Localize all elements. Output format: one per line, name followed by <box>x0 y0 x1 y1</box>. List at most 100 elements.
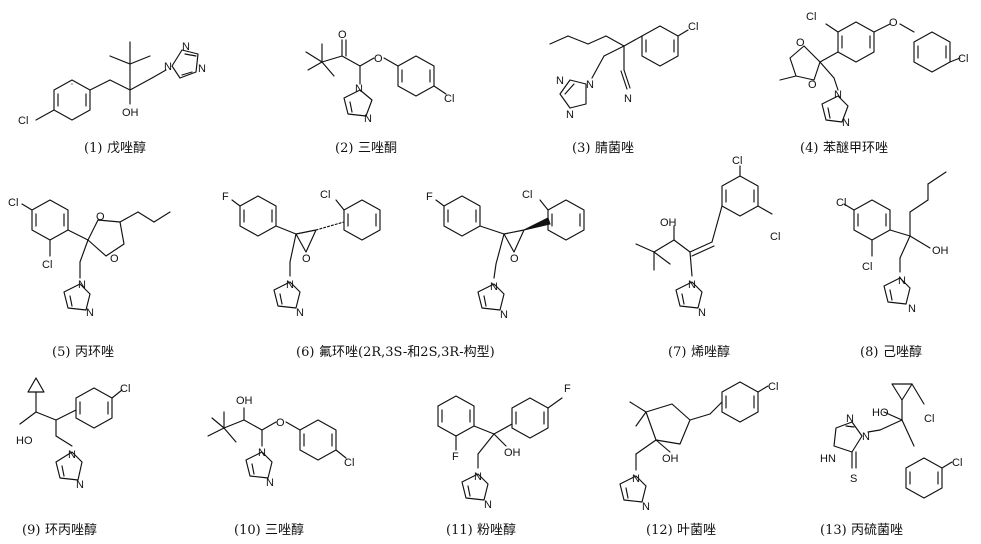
caption-12-name: 叶菌唑 <box>677 522 716 538</box>
atom-o-4a: O <box>889 17 898 29</box>
atom-oh-10: OH <box>236 395 253 407</box>
atom-n-8a: N <box>898 275 906 287</box>
atom-n-12a: N <box>632 473 640 485</box>
atom-cl-5b: Cl <box>42 259 52 271</box>
caption-4-num: (4) <box>800 141 818 156</box>
atom-cl-8b: Cl <box>862 261 872 273</box>
caption-11-name: 粉唑醇 <box>477 522 516 538</box>
structure-6b: F Cl O N N <box>426 189 585 321</box>
atom-cl-9: Cl <box>120 383 130 395</box>
structure-4: Cl O Cl O O N N <box>779 11 968 129</box>
atom-n-3a: N <box>586 79 594 91</box>
atom-oh-12: OH <box>662 453 679 465</box>
caption-9-num: (9) <box>22 523 40 538</box>
caption-7-num: (7) <box>668 345 686 360</box>
atom-o-6a: O <box>302 253 311 265</box>
caption-8-num: (8) <box>860 345 878 360</box>
atom-ho-13: HO <box>872 407 889 419</box>
atom-n-9a: N <box>68 449 76 461</box>
captions: (1) 戊唑醇 (2) 三唑酮 (3) 腈菌唑 (4) 苯醚甲环唑 (5) 丙环… <box>22 140 922 538</box>
caption-1-num: (1) <box>84 141 102 156</box>
atom-n-1c: N <box>198 63 206 75</box>
atom-n-4a: N <box>834 89 842 101</box>
atom-n-1b: N <box>182 41 190 53</box>
atom-ho-9: HO <box>16 435 33 447</box>
atom-cl-4b: Cl <box>958 53 968 65</box>
caption-2-num: (2) <box>335 141 353 156</box>
atom-o-10: O <box>276 417 285 429</box>
structure-13: HO Cl N N HN S Cl <box>820 383 962 499</box>
atom-hn-13: HN <box>820 453 836 465</box>
atom-s-13: S <box>850 473 857 485</box>
caption-4-name: 苯醚甲环唑 <box>823 140 888 156</box>
structure-3: Cl N N N N <box>549 21 698 121</box>
atom-cl-10: Cl <box>344 457 354 469</box>
caption-1-name: 戊唑醇 <box>107 140 146 156</box>
atom-n-7b: N <box>698 307 706 319</box>
caption-5-name: 丙环唑 <box>75 344 114 360</box>
atom-oh-1: OH <box>122 107 139 119</box>
atom-n-2a: N <box>355 83 363 95</box>
caption-6-name: 氟环唑(2R,3S-和2S,3R-构型) <box>319 344 495 360</box>
caption-10-num: (10) <box>234 523 261 538</box>
atom-oh-8: OH <box>932 245 949 257</box>
caption-13-num: (13) <box>820 523 847 538</box>
atom-n-6b: N <box>296 307 304 319</box>
atom-oh-11: OH <box>504 447 521 459</box>
atom-n-3b: N <box>556 75 564 87</box>
atom-n-11a: N <box>474 471 482 483</box>
atom-n-3c: N <box>566 109 574 121</box>
atom-n-1a: N <box>164 61 172 73</box>
atom-o-6b: O <box>510 253 519 265</box>
atom-oh-7: OH <box>660 217 677 229</box>
atom-cl-3: Cl <box>688 21 698 33</box>
atom-n-10b: N <box>266 477 274 489</box>
atom-cl-5a: Cl <box>8 197 18 209</box>
atom-cl-8a: Cl <box>836 197 846 209</box>
atom-cl-4a: Cl <box>806 11 816 23</box>
atom-n-10a: N <box>258 447 266 459</box>
atom-n-7a: N <box>688 279 696 291</box>
atom-n-5b: N <box>86 307 94 319</box>
structure-1: Cl OH N N N <box>18 41 206 127</box>
atom-cl-12: Cl <box>768 381 778 393</box>
atom-f-11a: F <box>452 451 459 463</box>
atom-o-2a: O <box>338 29 347 41</box>
atom-cl-6a: Cl <box>320 189 330 201</box>
caption-6-num: (6) <box>296 345 314 360</box>
atom-f-6b: F <box>426 191 433 203</box>
atom-n-3d: N <box>624 93 632 105</box>
atom-n-13a: N <box>862 431 870 443</box>
atom-cl-13b: Cl <box>952 457 962 469</box>
caption-7-name: 烯唑醇 <box>691 344 730 360</box>
atom-n-6c: N <box>490 281 498 293</box>
atom-cl-2: Cl <box>444 93 454 105</box>
structure-6a: F Cl O N N <box>222 189 381 319</box>
caption-3-name: 腈菌唑 <box>595 140 634 156</box>
atom-n-13b: N <box>846 413 854 425</box>
atom-f-6a: F <box>222 191 229 203</box>
atom-o-4c: O <box>808 79 817 91</box>
atom-n-2b: N <box>364 113 372 125</box>
atom-n-5a: N <box>78 279 86 291</box>
caption-10-name: 三唑醇 <box>265 522 304 538</box>
structure-12: Cl OH N N <box>619 381 778 513</box>
atom-o-4b: O <box>796 37 805 49</box>
caption-2-name: 三唑酮 <box>358 140 397 156</box>
atom-cl-6b: Cl <box>522 189 532 201</box>
atom-n-9b: N <box>76 479 84 491</box>
structure-8: Cl Cl OH N N <box>836 171 949 315</box>
caption-13-name: 丙硫菌唑 <box>851 522 903 538</box>
atom-cl-7a: Cl <box>732 155 742 167</box>
atom-f-11b: F <box>564 383 571 395</box>
atom-o-5b: O <box>110 253 119 265</box>
atom-n-11b: N <box>484 499 492 511</box>
atom-n-6d: N <box>500 309 508 321</box>
structure-11: F F OH N N <box>437 383 571 511</box>
caption-11-num: (11) <box>446 523 473 538</box>
structure-5: Cl Cl O O N N <box>8 197 171 319</box>
atom-n-6a: N <box>286 279 294 291</box>
atom-cl-7b: Cl <box>770 231 780 243</box>
atom-o-5a: O <box>96 211 105 223</box>
